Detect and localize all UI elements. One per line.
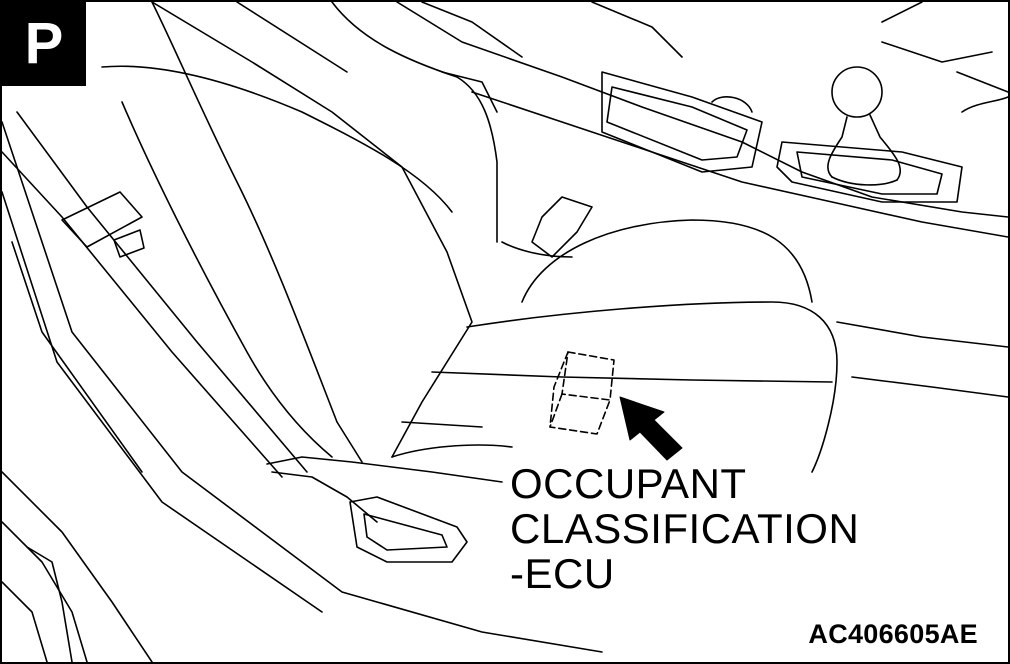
callout-line-3: -ECU [510,550,615,597]
door-sill [2,121,603,662]
callout-line-2: CLASSIFICATION [510,505,860,552]
occupant-classification-ecu-outline [549,351,615,435]
seat-cushion [266,219,838,523]
gear-shift [827,41,993,186]
figure-code: AC406605AE [808,619,978,649]
right-trim [836,2,1008,398]
ecu-callout-label: OCCUPANT CLASSIFICATION -ECU [510,461,859,596]
callout-line-1: OCCUPANT [510,460,747,507]
center-console [396,2,1008,238]
buckle [501,196,593,258]
procedure-badge: P [2,2,86,86]
seat-back [41,2,498,463]
seat-lever [349,496,468,563]
pointer-arrow [619,396,683,461]
seat-belt [2,111,308,478]
